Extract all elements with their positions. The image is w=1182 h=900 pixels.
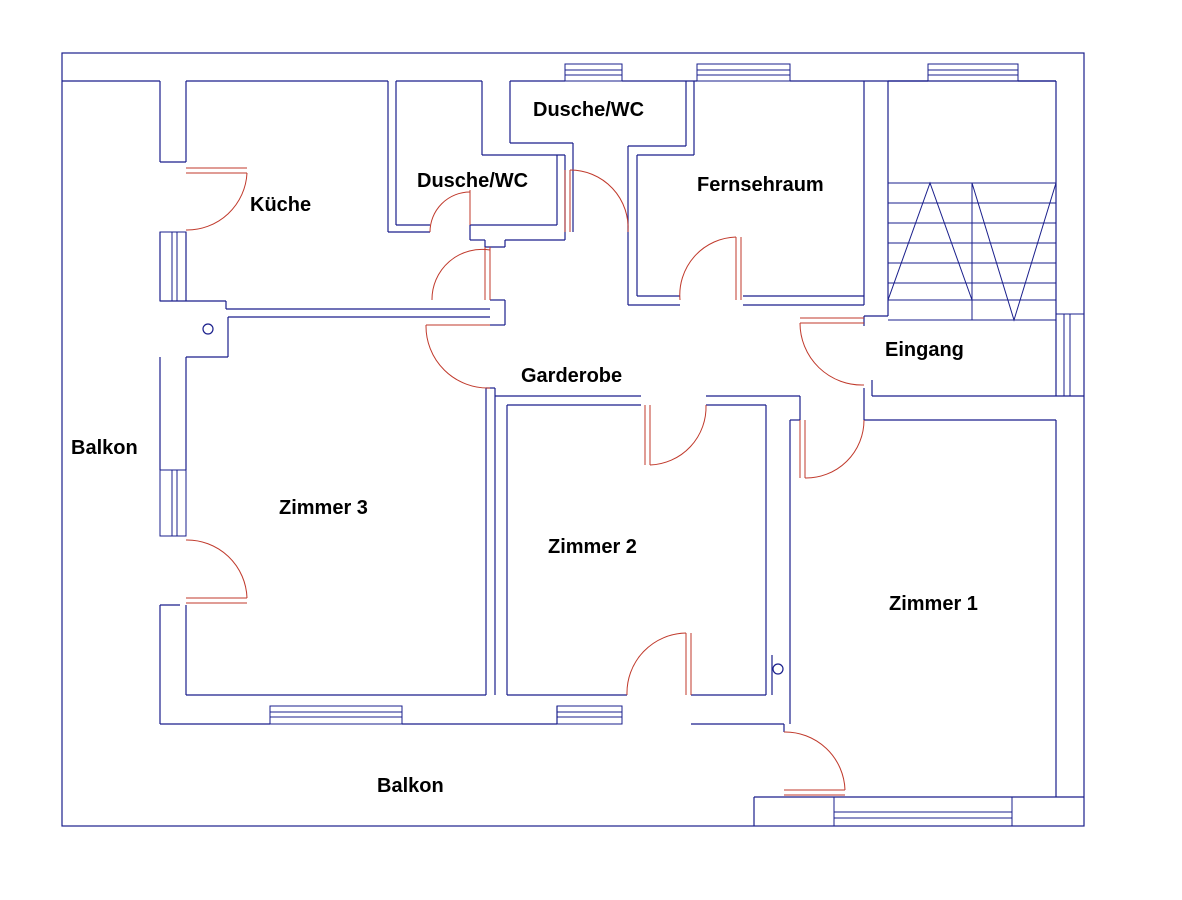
fernsehraum-walls	[627, 80, 1056, 316]
label-zimmer-2: Zimmer 2	[548, 536, 637, 558]
label-dusche-wc-2: Dusche/WC	[417, 170, 528, 192]
doors	[185, 167, 865, 796]
stair-window	[1055, 313, 1085, 397]
label-zimmer-3: Zimmer 3	[279, 497, 368, 519]
label-kueche: Küche	[250, 194, 311, 216]
zimmer-2-walls	[494, 388, 800, 725]
label-dusche-wc-1: Dusche/WC	[533, 99, 644, 121]
zimmer-1-walls	[753, 396, 1084, 827]
label-fernsehraum: Fernsehraum	[697, 174, 824, 196]
label-balkon-left: Balkon	[71, 437, 138, 459]
label-balkon-bottom: Balkon	[377, 775, 444, 797]
label-garderobe: Garderobe	[521, 365, 622, 387]
stairs	[887, 181, 1057, 322]
eingang-walls	[863, 315, 1084, 418]
outer-boundary	[61, 52, 1085, 827]
left-wall	[159, 231, 187, 724]
label-eingang: Eingang	[885, 339, 964, 361]
top-windows	[564, 63, 1019, 82]
label-zimmer-1: Zimmer 1	[889, 593, 978, 615]
zimmer-3-walls	[160, 387, 557, 725]
